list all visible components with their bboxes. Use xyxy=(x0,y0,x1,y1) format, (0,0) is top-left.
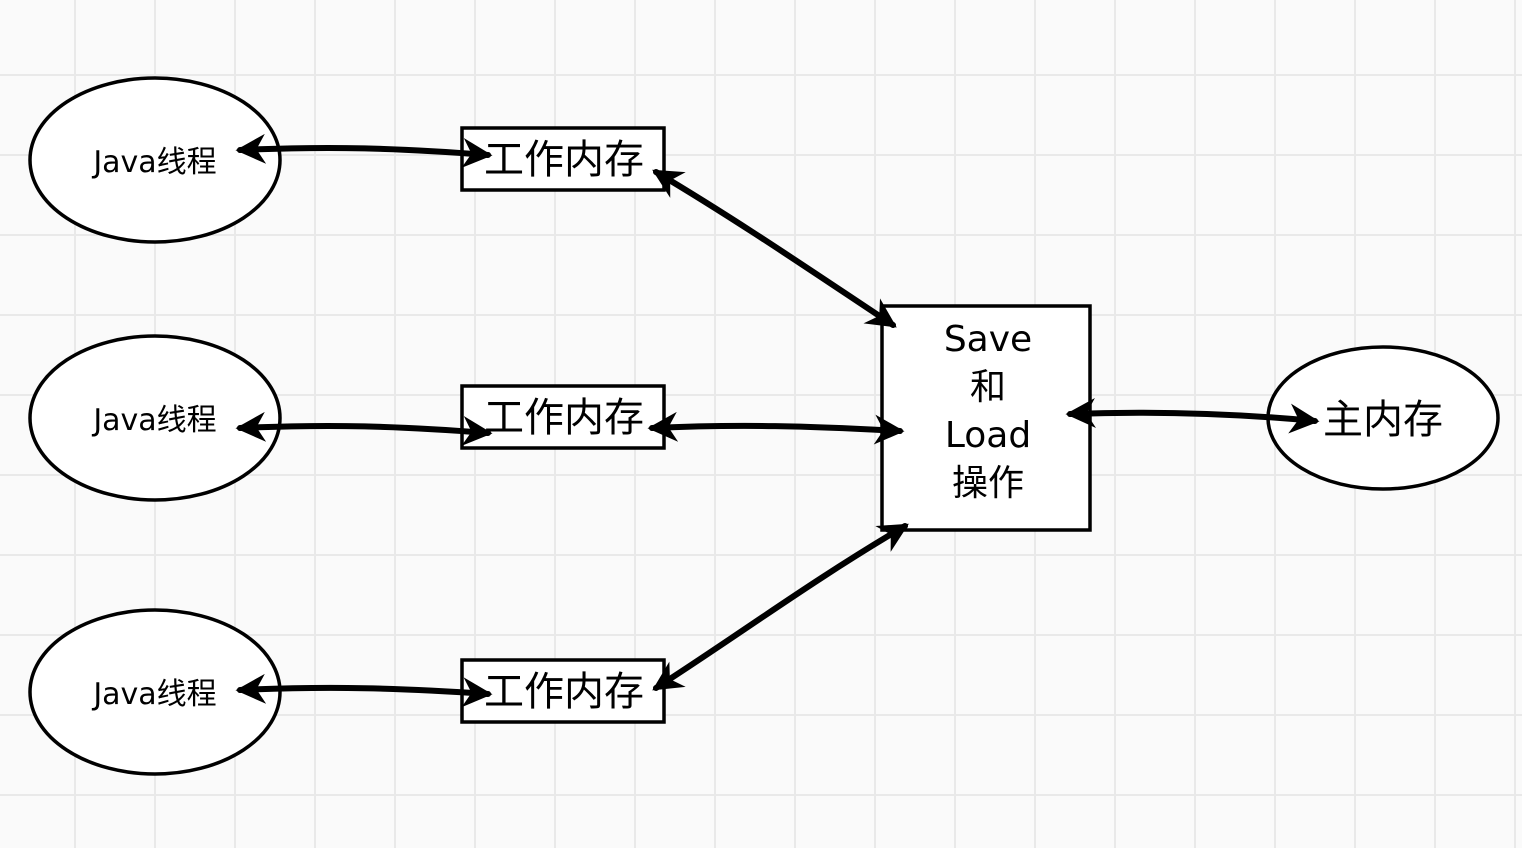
operation-line-3: Load xyxy=(945,415,1031,456)
main-memory-label: 主内存 xyxy=(1323,397,1443,443)
arrow-memory1-to-operation xyxy=(652,169,897,328)
arrow-thread3-to-memory3 xyxy=(235,673,493,708)
working-memory-label: 工作内存 xyxy=(484,669,644,715)
thread-label: Java线程 xyxy=(91,677,216,712)
thread-label: Java线程 xyxy=(91,403,216,438)
working-memory-rect xyxy=(460,126,666,192)
thread-node-2: Java线程 xyxy=(28,334,282,502)
save-load-operation-box: Save 和 Load 操作 xyxy=(880,304,1092,532)
working-memory-box-3: 工作内存 xyxy=(460,658,666,724)
arrow-memory3-to-operation xyxy=(652,523,909,691)
thread-node-1: Java线程 xyxy=(28,76,282,244)
arrow-thread2-to-memory2 xyxy=(235,411,493,446)
main-memory-node: 主内存 xyxy=(1266,345,1500,491)
thread-node-3: Java线程 xyxy=(28,608,282,776)
thread-label: Java线程 xyxy=(91,145,216,180)
working-memory-rect xyxy=(460,384,666,450)
working-memory-label: 工作内存 xyxy=(484,137,644,183)
operation-line-1: Save xyxy=(944,319,1032,360)
working-memory-rect xyxy=(460,658,666,724)
operation-line-2: 和 xyxy=(970,367,1006,408)
working-memory-box-1: 工作内存 xyxy=(460,126,666,192)
operation-rect xyxy=(880,304,1092,532)
operation-line-4: 操作 xyxy=(952,463,1024,504)
arrow-thread1-to-memory1 xyxy=(235,133,493,168)
arrow-operation-to-main-memory xyxy=(1065,398,1320,434)
working-memory-label: 工作内存 xyxy=(484,395,644,441)
arrow-memory2-to-operation xyxy=(647,411,905,445)
working-memory-box-2: 工作内存 xyxy=(460,384,666,450)
